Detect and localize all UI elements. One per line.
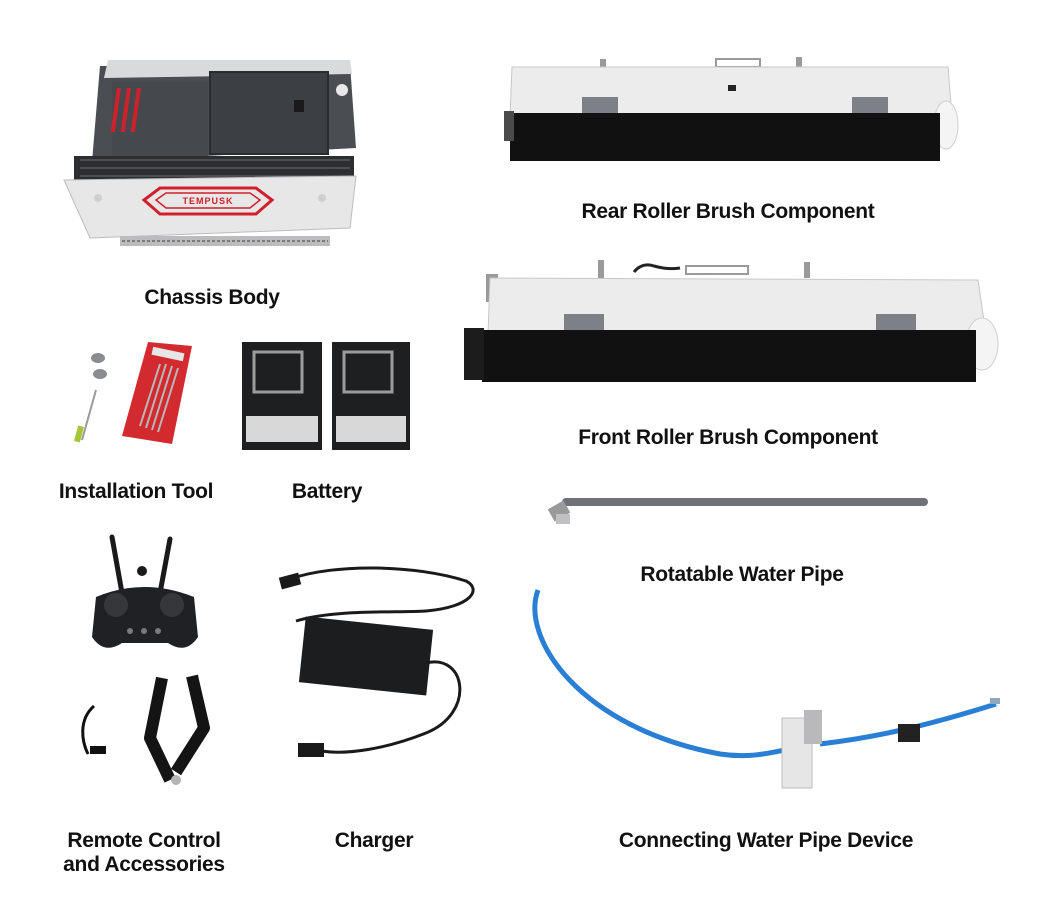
rear-roller-brush-label: Rear Roller Brush Component xyxy=(581,200,875,223)
neck-strap-photo xyxy=(140,668,214,790)
charger-photo xyxy=(276,563,482,763)
usb-cable-photo xyxy=(74,702,112,762)
chassis-body-photo: TEMPUSK xyxy=(60,52,360,252)
remote-control-label-line2: and Accessories xyxy=(63,853,225,876)
connecting-water-pipe-label: Connecting Water Pipe Device xyxy=(618,829,914,852)
remote-control-label-line1: Remote Control xyxy=(67,829,221,852)
battery-label: Battery xyxy=(291,480,363,503)
remote-control-photo xyxy=(86,533,204,657)
charger-label: Charger xyxy=(334,829,414,852)
connecting-water-pipe-photo xyxy=(520,588,1010,798)
rotatable-water-pipe-label: Rotatable Water Pipe xyxy=(640,563,844,586)
chassis-logo: TEMPUSK xyxy=(182,196,233,206)
chassis-body-label: Chassis Body xyxy=(144,286,280,309)
rotatable-water-pipe-photo xyxy=(547,488,932,528)
installation-tool-photo xyxy=(68,340,198,446)
battery-photo xyxy=(240,340,412,452)
installation-tool-label: Installation Tool xyxy=(58,480,214,503)
front-roller-brush-label: Front Roller Brush Component xyxy=(578,426,878,449)
rear-roller-brush-photo xyxy=(500,55,965,165)
front-roller-brush-photo xyxy=(462,258,1002,388)
